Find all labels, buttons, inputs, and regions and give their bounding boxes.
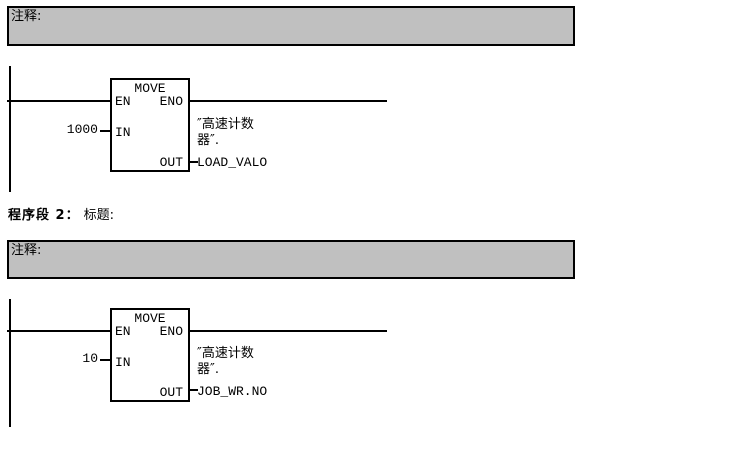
network1-comment-label: 注释: (11, 9, 42, 24)
pin-in: IN (115, 125, 131, 140)
pin-out: OUT (159, 385, 183, 400)
network1-out-operand[interactable]: ″高速计数 器″. (197, 117, 254, 149)
network2-out-member[interactable]: JOB_WR.NO (197, 384, 268, 399)
block-title: MOVE (134, 311, 166, 326)
pin-eno: ENO (159, 94, 183, 109)
network1-wire-eno (190, 100, 387, 102)
network2-move-block[interactable]: MOVE EN ENO IN OUT (110, 308, 190, 402)
block-title: MOVE (134, 81, 166, 96)
network1-wire-in-stub (100, 130, 110, 132)
network2-header[interactable]: 程序段 2：标题: (8, 208, 114, 224)
network1-out-member[interactable]: LOAD_VALO (197, 155, 268, 170)
network1-power-rail (9, 66, 11, 192)
network2-wire-in-stub (100, 359, 110, 361)
network2-comment-field[interactable]: 注释: (7, 240, 575, 279)
pin-en: EN (115, 94, 131, 109)
network1-in-operand[interactable]: 1000 (66, 122, 98, 137)
network2-wire-eno (190, 330, 387, 332)
pin-out: OUT (159, 155, 183, 170)
network1-wire-en (7, 100, 110, 102)
out-operand-line1: ″高速计数 (197, 117, 254, 132)
pin-en: EN (115, 324, 131, 339)
out-operand-line2: 器″. (197, 133, 219, 148)
network2-title-label: 标题: (83, 208, 114, 223)
network2-out-operand[interactable]: ″高速计数 器″. (197, 346, 254, 378)
network2-in-operand[interactable]: 10 (82, 351, 98, 366)
pin-in: IN (115, 355, 131, 370)
network2-number: 程序段 2： (8, 208, 80, 223)
out-operand-line1: ″高速计数 (197, 346, 254, 361)
network1-move-block[interactable]: MOVE EN ENO IN OUT (110, 78, 190, 172)
network2-wire-out-stub (190, 389, 198, 391)
pin-eno: ENO (159, 324, 183, 339)
network2-power-rail (9, 299, 11, 427)
network1-wire-out-stub (190, 161, 198, 163)
network2-wire-en (7, 330, 110, 332)
network1-comment-field[interactable]: 注释: (7, 6, 575, 46)
out-operand-line2: 器″. (197, 362, 219, 377)
network2-comment-label: 注释: (11, 243, 42, 258)
